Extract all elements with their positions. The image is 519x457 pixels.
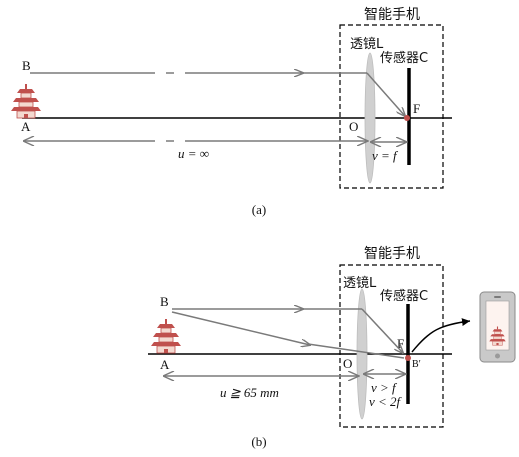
refracted-ray	[361, 308, 403, 353]
point-f-label: F	[397, 336, 404, 351]
u-equation: u = ∞	[178, 146, 209, 161]
phone-box-title: 智能手机	[364, 246, 420, 262]
phone-box	[339, 24, 444, 189]
caption-b: (b)	[251, 434, 266, 449]
focal-image-point	[404, 115, 410, 121]
v-equation: v = f	[372, 148, 399, 163]
lens-label: 透镜L	[343, 276, 377, 291]
lens-label: 透镜L	[350, 37, 384, 52]
point-b-label: B	[160, 294, 169, 309]
phone-box	[339, 264, 444, 428]
sensor-label: 传感器C	[380, 50, 428, 66]
lens	[364, 52, 376, 184]
pagoda-icon	[150, 318, 182, 354]
point-o-label: O	[349, 119, 358, 134]
lens	[356, 288, 368, 420]
point-a-label: A	[160, 357, 170, 372]
smartphone-icon	[479, 291, 516, 363]
panel-a: 智能手机 透镜L 传感器C B A O F u = ∞ v = f (a)	[10, 7, 452, 217]
point-b-label: B	[22, 58, 31, 73]
ray-chief	[307, 343, 405, 359]
phone-box-title: 智能手机	[364, 7, 420, 23]
v-equation-1: v > f	[371, 380, 398, 395]
image-point	[405, 355, 411, 361]
caption-a: (a)	[252, 202, 266, 217]
transfer-arrow	[411, 318, 471, 353]
point-a-label: A	[21, 119, 31, 134]
sensor-label: 传感器C	[380, 288, 428, 304]
v-equation-2: v < 2f	[369, 394, 403, 409]
panel-b: 智能手机 透镜L 传感器C B A O F B′ u ≧	[148, 246, 516, 449]
pagoda-icon	[10, 83, 42, 119]
ray-chief	[171, 311, 310, 345]
point-f-label: F	[413, 101, 420, 116]
point-o-label: O	[343, 356, 352, 371]
refracted-ray	[366, 72, 405, 116]
u-equation: u ≧ 65 mm	[220, 385, 279, 400]
point-b-prime-label: B′	[412, 359, 421, 370]
